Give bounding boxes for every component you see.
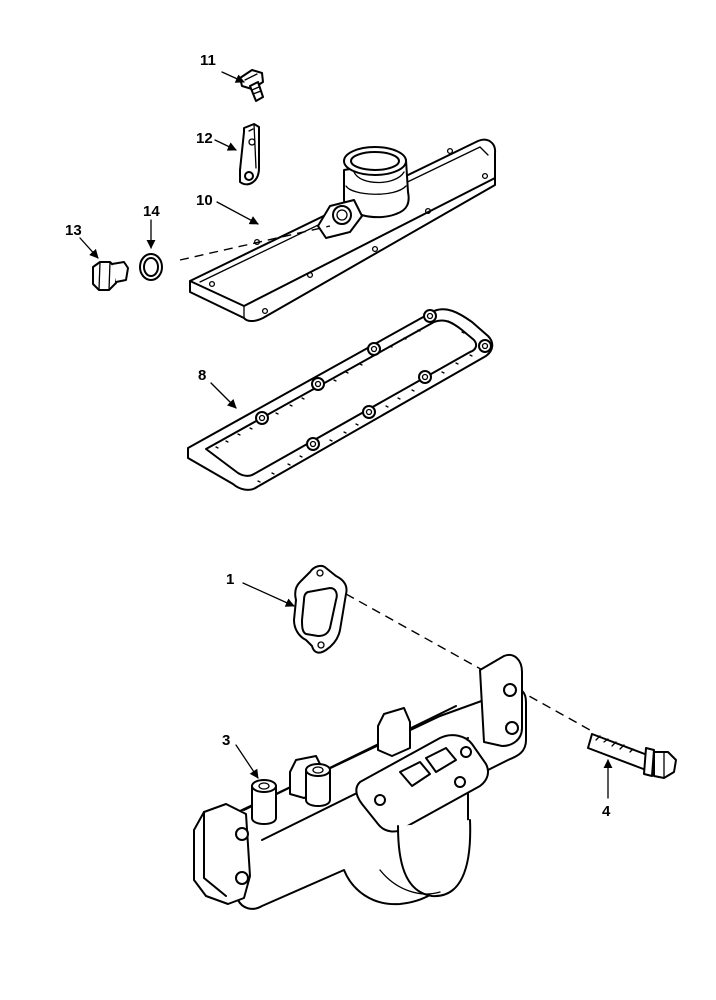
assembly-line-plug	[179, 225, 331, 261]
leader-lines	[79, 71, 613, 799]
part-10-cover-plate	[189, 138, 497, 322]
part-4-flange-bolt	[587, 733, 677, 779]
callout-11: 11	[200, 52, 216, 69]
exhaust-manifold	[193, 654, 527, 910]
callout-10: 10	[196, 192, 213, 209]
part-1-flange-gasket	[293, 564, 348, 654]
callout-4: 4	[602, 803, 611, 820]
callout-14: 14	[143, 203, 160, 220]
part-11-bolt	[239, 69, 264, 102]
part-14-washer	[139, 253, 163, 281]
assembly-line-flange	[345, 593, 591, 731]
callout-8: 8	[198, 367, 206, 384]
callout-3: 3	[222, 732, 230, 749]
part-13-plug	[92, 261, 129, 291]
part-8-gasket	[187, 308, 494, 491]
callout-1: 1	[226, 571, 234, 588]
callout-12: 12	[196, 130, 213, 147]
part-12-bracket	[239, 123, 260, 186]
callout-13: 13	[65, 222, 82, 239]
